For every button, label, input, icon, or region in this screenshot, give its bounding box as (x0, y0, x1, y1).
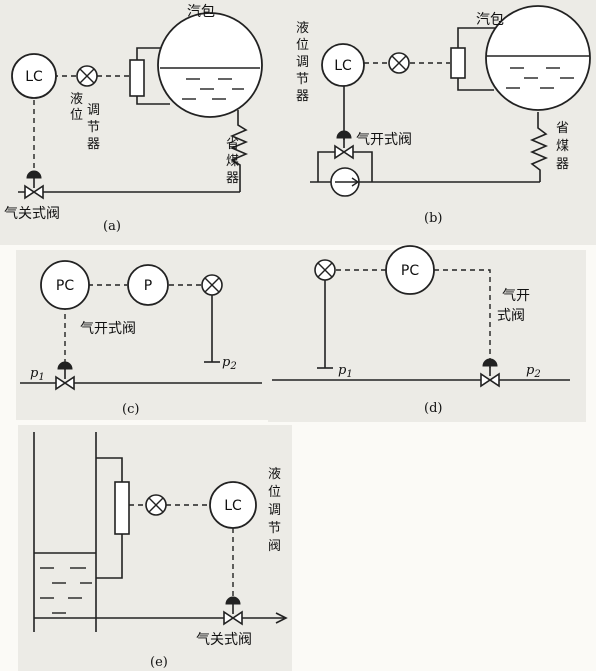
caption-b: (b) (424, 211, 442, 226)
svg-text:省: 省 (226, 137, 239, 152)
i-p-converter-icon-a (76, 65, 98, 87)
diagram-b: LC 汽包 液 位 调 节 器 气开式阀 省 煤 器 (b) (296, 5, 591, 226)
controller-label-a-char-1: 液 (70, 92, 83, 107)
control-valve-icon-b (334, 130, 354, 159)
svg-text:节: 节 (268, 521, 281, 536)
p-controller-c (127, 264, 169, 306)
caption-e: (e) (150, 655, 168, 670)
diagram-c: PC P 气开式阀 p1 p2 (c) (20, 260, 262, 417)
economizer-label-a: 省 煤 器 (226, 137, 239, 186)
p1-label-d: p1 (338, 363, 353, 380)
lc-controller-a (11, 53, 57, 99)
lc-label-a: LC (25, 69, 43, 85)
svg-text:煤: 煤 (556, 139, 569, 154)
svg-text:液: 液 (268, 467, 281, 482)
controller-label-a-char-5: 器 (87, 137, 100, 152)
svg-text:节: 节 (296, 72, 309, 87)
svg-text:式阀: 式阀 (497, 308, 525, 324)
svg-text:器: 器 (226, 171, 239, 186)
caption-c: (c) (122, 402, 139, 417)
pc-label-c: PC (56, 278, 74, 294)
svg-text:调: 调 (268, 503, 281, 518)
svg-text:阀: 阀 (268, 539, 281, 554)
controller-label-a-char-4: 节 (87, 120, 100, 135)
control-valve-icon-d (480, 358, 500, 387)
i-p-converter-icon-e (145, 494, 167, 516)
pc-label-d: PC (401, 263, 419, 279)
lc-label-b: LC (334, 58, 352, 74)
svg-text:器: 器 (296, 89, 309, 104)
controller-label-a-char-3: 调 (87, 103, 100, 118)
pc-controller-c (40, 260, 90, 310)
level-transmitter-e (114, 481, 130, 535)
controller-label-a: 液 位 调 节 器 (70, 92, 100, 152)
svg-text:液: 液 (296, 21, 309, 36)
svg-text:煤: 煤 (226, 154, 239, 169)
drum-label-a: 汽包 (187, 4, 215, 20)
steam-drum-a (157, 12, 263, 118)
valve-label-b: 气开式阀 (356, 132, 412, 148)
controller-label-e: 液 位 调 节 阀 (268, 467, 281, 554)
valve-label-c: 气开式阀 (80, 321, 136, 337)
drum-label-b: 汽包 (476, 12, 504, 28)
svg-text:位: 位 (268, 485, 281, 500)
control-valve-icon-e (223, 596, 243, 625)
economizer-coil-a (229, 110, 249, 192)
i-p-converter-icon-b (388, 52, 410, 74)
lc-controller-b (321, 43, 365, 87)
valve-label-a: 气关式阀 (4, 206, 60, 222)
liquid-marks-e (40, 567, 92, 614)
water-marks-b (506, 67, 574, 89)
svg-text:器: 器 (556, 157, 569, 172)
controller-label-b: 液 位 调 节 器 (296, 21, 309, 104)
signal-line-d (434, 269, 491, 368)
p-label-c: P (144, 278, 152, 294)
p2-label-c: p2 (222, 355, 237, 372)
diagram-e: LC 液 位 调 节 阀 气关式阀 (e) (33, 432, 288, 670)
transmitter-icon-d (314, 259, 336, 281)
diagram-a: LC 汽包 液 位 调 节 器 省 煤 器 气关式阀 (a) (4, 4, 263, 234)
tank-tap-upper-e (96, 457, 123, 482)
caption-d: (d) (424, 401, 442, 416)
svg-text:调: 调 (296, 55, 309, 70)
panel-e-background (18, 425, 292, 671)
lc-label-e: LC (224, 498, 242, 514)
p2-label-d: p2 (526, 363, 541, 380)
steam-drum-b (485, 5, 591, 111)
economizer-label-b: 省 煤 器 (556, 121, 569, 172)
water-marks-a (182, 78, 244, 100)
economizer-coil-b (529, 112, 549, 182)
caption-a: (a) (103, 219, 121, 234)
tank-tap-lower-e (96, 534, 123, 579)
p1-label-c: p1 (30, 366, 45, 383)
control-valve-icon-a (24, 170, 44, 199)
controller-label-a-char-2: 位 (70, 108, 83, 123)
svg-text:气开: 气开 (502, 288, 530, 304)
level-transmitter-a (129, 59, 145, 97)
svg-text:省: 省 (556, 121, 569, 136)
control-valve-icon-c (55, 361, 75, 390)
valve-label-e: 气关式阀 (196, 632, 252, 648)
svg-text:位: 位 (296, 38, 309, 53)
diagram-d: PC 气开 式阀 p1 p2 (d) (272, 245, 570, 416)
flow-arrow-e (275, 612, 288, 624)
transmitter-icon-c (201, 274, 223, 296)
level-transmitter-b (450, 47, 466, 79)
drum-tap-lower-b (457, 78, 494, 91)
pc-controller-d (385, 245, 435, 295)
valve-label-d: 气开 式阀 (497, 288, 530, 324)
drum-tap-lower-a (136, 96, 170, 105)
